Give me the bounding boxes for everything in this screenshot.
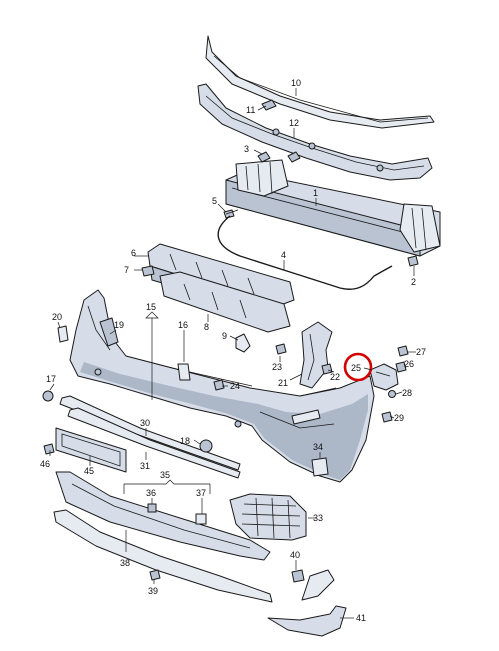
part-10-upper-strip[interactable] (205, 35, 435, 129)
part-19-bracket[interactable] (99, 317, 119, 347)
label-12[interactable]: 12 (289, 118, 299, 128)
label-27[interactable]: 27 (416, 347, 426, 357)
label-36[interactable]: 36 (146, 488, 156, 498)
part-3-bolt[interactable] (257, 151, 301, 163)
label-31[interactable]: 31 (140, 461, 150, 471)
part-40-clip[interactable] (291, 569, 305, 583)
label-33[interactable]: 33 (313, 513, 323, 523)
part-23-screw[interactable] (275, 343, 287, 355)
label-35[interactable]: 35 (160, 470, 170, 480)
label-11[interactable]: 11 (246, 105, 255, 115)
part-4-wiring[interactable] (217, 209, 393, 290)
label-3[interactable]: 3 (244, 144, 249, 154)
label-34[interactable]: 34 (313, 442, 323, 452)
label-21[interactable]: 21 (278, 378, 288, 388)
part-28-clip[interactable] (388, 390, 396, 398)
label-18[interactable]: 18 (180, 436, 190, 446)
label-9[interactable]: 9 (222, 331, 227, 341)
part-7-clip[interactable] (141, 265, 155, 277)
part-27-screw[interactable] (397, 345, 409, 357)
part-12-upper-rail[interactable] (197, 83, 433, 181)
part-17-cap[interactable] (42, 390, 54, 402)
part-2-screw[interactable] (407, 255, 419, 267)
part-16-clip[interactable] (177, 363, 191, 381)
part-25-guide-profile[interactable] (343, 352, 399, 391)
label-19[interactable]: 19 (114, 320, 124, 330)
label-2[interactable]: 2 (411, 277, 416, 287)
label-15[interactable]: 15 (146, 302, 156, 312)
part-22-clip[interactable] (321, 363, 333, 375)
label-41[interactable]: 41 (356, 613, 366, 623)
label-24[interactable]: 24 (230, 381, 240, 391)
part-34-cover[interactable] (311, 457, 329, 477)
label-8[interactable]: 8 (204, 322, 209, 332)
label-45[interactable]: 45 (84, 466, 94, 476)
part-46-screw[interactable] (43, 443, 55, 455)
part-8-air-guide-lower[interactable] (159, 271, 291, 333)
label-7[interactable]: 7 (124, 265, 129, 275)
highlight-circle-25 (343, 352, 373, 382)
part-31-trim-strip[interactable] (67, 407, 241, 479)
label-10[interactable]: 10 (291, 78, 301, 88)
label-25[interactable]: 25 (351, 363, 361, 373)
label-6[interactable]: 6 (131, 248, 136, 258)
part-29-screw[interactable] (381, 411, 393, 423)
part-18-cap[interactable] (199, 439, 213, 453)
part-45-license-plate-carrier[interactable] (55, 427, 127, 473)
label-20[interactable]: 20 (52, 312, 62, 322)
part-38-lower-lip[interactable] (53, 509, 273, 603)
label-5[interactable]: 5 (212, 196, 217, 206)
part-37-clip[interactable] (195, 513, 207, 525)
part-39-screw[interactable] (149, 569, 161, 581)
label-26[interactable]: 26 (404, 359, 414, 369)
part-20-sensor[interactable] (57, 325, 69, 343)
label-30[interactable]: 30 (140, 418, 150, 428)
label-37[interactable]: 37 (196, 488, 206, 498)
label-38[interactable]: 38 (120, 558, 130, 568)
label-23[interactable]: 23 (272, 362, 282, 372)
part-35-lower-spoiler[interactable] (55, 471, 271, 561)
part-21-side-bracket[interactable] (299, 321, 333, 389)
part-9-clip[interactable] (235, 333, 251, 353)
part-41-corner-trim[interactable] (267, 569, 347, 637)
part-11-screw[interactable] (261, 99, 277, 111)
label-1[interactable]: 1 (313, 188, 318, 198)
part-1-impact-beam[interactable] (225, 159, 441, 257)
part-26-nut[interactable] (395, 361, 407, 373)
label-16[interactable]: 16 (178, 320, 188, 330)
label-17[interactable]: 17 (46, 374, 56, 384)
callout-labels: 10 11 12 3 1 5 4 2 6 7 8 9 15 16 19 20 1… (40, 78, 426, 623)
label-4[interactable]: 4 (281, 250, 286, 260)
label-39[interactable]: 39 (148, 586, 158, 596)
part-24-screw[interactable] (213, 379, 225, 391)
label-22[interactable]: 22 (330, 372, 340, 382)
label-28[interactable]: 28 (402, 388, 412, 398)
label-29[interactable]: 29 (394, 413, 404, 423)
part-36-clip[interactable] (147, 503, 157, 513)
part-33-grille[interactable] (229, 493, 307, 541)
label-46[interactable]: 46 (40, 459, 50, 469)
label-40[interactable]: 40 (290, 550, 300, 560)
leader-lines (49, 88, 416, 619)
